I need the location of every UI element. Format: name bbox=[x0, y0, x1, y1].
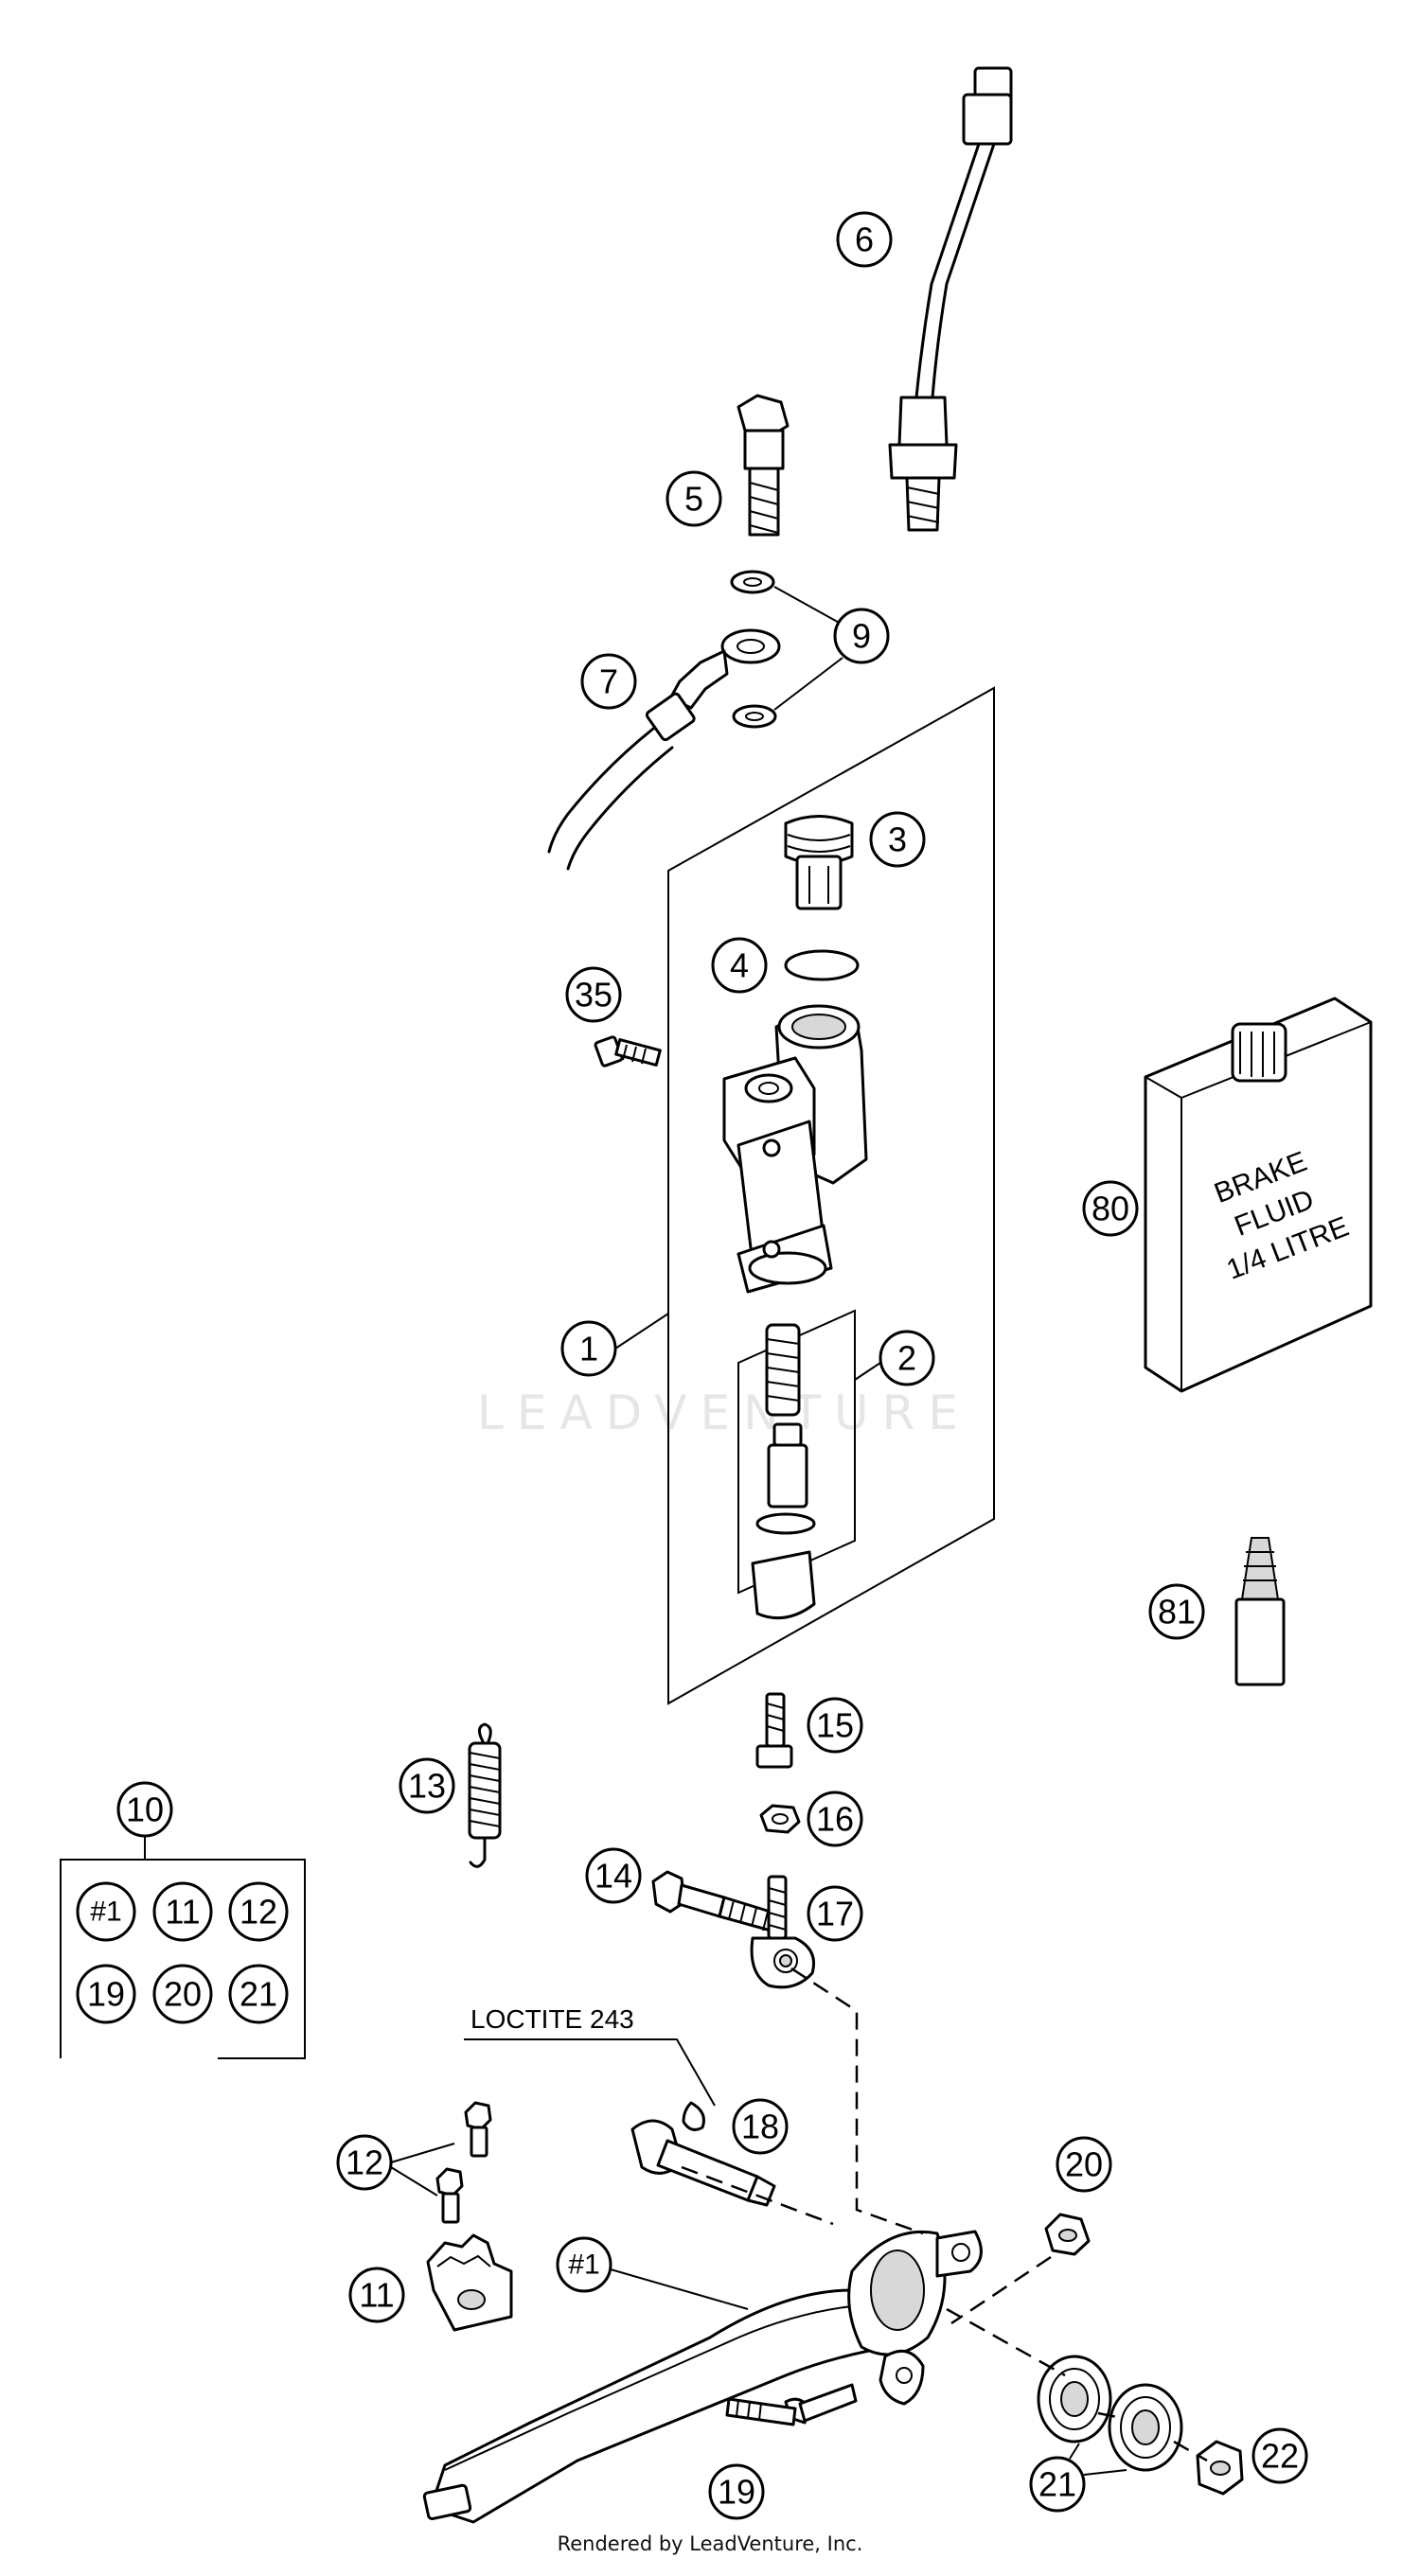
svg-text:81: 81 bbox=[1158, 1593, 1196, 1632]
svg-text:35: 35 bbox=[575, 976, 612, 1015]
part-2-piston-kit bbox=[737, 1309, 856, 1620]
part-19-screw bbox=[725, 2383, 858, 2426]
svg-text:80: 80 bbox=[1092, 1190, 1129, 1228]
svg-text:9: 9 bbox=[852, 617, 871, 656]
callout-11[interactable]: 11 bbox=[348, 2267, 405, 2323]
watermark-text: LEADVENTURE bbox=[477, 1385, 971, 1440]
svg-text:19: 19 bbox=[87, 1975, 125, 2014]
part-4-o-ring bbox=[784, 949, 860, 981]
part-p1-brake-pedal bbox=[422, 2230, 983, 2524]
svg-text:12: 12 bbox=[346, 2144, 383, 2182]
svg-text:22: 22 bbox=[1261, 2437, 1299, 2476]
callout-14[interactable]: 14 bbox=[585, 1847, 642, 1904]
assembly-outline bbox=[667, 686, 995, 1705]
svg-text:16: 16 bbox=[816, 1800, 854, 1839]
svg-text:11: 11 bbox=[359, 2276, 394, 2315]
svg-text:#1: #1 bbox=[568, 2250, 599, 2281]
svg-text:17: 17 bbox=[816, 1895, 854, 1933]
part-17-clevis bbox=[750, 1875, 815, 1989]
svg-text:19: 19 bbox=[718, 2473, 755, 2512]
part-12-screws bbox=[435, 2101, 492, 2224]
svg-text:14: 14 bbox=[595, 1857, 632, 1896]
callout-81[interactable]: 81 bbox=[1148, 1583, 1205, 1640]
part-80-brake-fluid-can: BRAKE FLUID 1/4 LITRE bbox=[1144, 997, 1373, 1393]
loctite-label: LOCTITE 243 bbox=[470, 2004, 634, 2034]
part-9-sealing-washers bbox=[730, 570, 843, 729]
callout-22[interactable]: 22 bbox=[1251, 2427, 1308, 2484]
callout-15[interactable]: 15 bbox=[807, 1697, 863, 1754]
leader-p1 bbox=[610, 2268, 749, 2310]
part-5-banjo-bolt bbox=[737, 394, 790, 537]
svg-text:18: 18 bbox=[741, 2108, 779, 2146]
footer-credit: Rendered by LeadVenture, Inc. bbox=[557, 2532, 863, 2555]
callout-35[interactable]: 35 bbox=[565, 966, 622, 1023]
part-35-screw bbox=[594, 1035, 662, 1067]
callout-1[interactable]: 1 bbox=[560, 1320, 617, 1377]
kit-item-p1[interactable]: #1 bbox=[76, 1881, 136, 1942]
part-20-nut bbox=[1044, 2213, 1091, 2256]
svg-text:15: 15 bbox=[816, 1706, 854, 1745]
callout-20[interactable]: 20 bbox=[1056, 2136, 1112, 2193]
callout-6[interactable]: 6 bbox=[836, 211, 893, 268]
loctite-drop-icon bbox=[682, 2101, 705, 2131]
kit-item-19[interactable]: 19 bbox=[76, 1964, 136, 2024]
part-14-screw bbox=[651, 1870, 788, 1935]
callout-7[interactable]: 7 bbox=[580, 653, 637, 710]
svg-text:4: 4 bbox=[730, 946, 749, 985]
svg-text:6: 6 bbox=[855, 221, 874, 259]
assembly-axes bbox=[681, 1967, 1208, 2462]
callout-21[interactable]: 21 bbox=[1029, 2456, 1086, 2513]
callout-12[interactable]: 12 bbox=[336, 2134, 393, 2191]
part-15-push-rod bbox=[755, 1692, 793, 1769]
callout-3[interactable]: 3 bbox=[869, 811, 926, 868]
loctite-leader bbox=[464, 2038, 716, 2107]
part-1-master-cylinder-body bbox=[722, 1004, 868, 1294]
svg-text:20: 20 bbox=[1065, 2145, 1103, 2184]
callout-4[interactable]: 4 bbox=[711, 937, 768, 994]
callout-2[interactable]: 2 bbox=[879, 1330, 935, 1386]
leader-12 bbox=[390, 2143, 455, 2197]
svg-text:12: 12 bbox=[240, 1893, 277, 1932]
svg-text:1: 1 bbox=[579, 1330, 598, 1368]
svg-text:#1: #1 bbox=[90, 1897, 121, 1928]
kit-item-11[interactable]: 11 bbox=[152, 1881, 213, 1942]
part-3-reservoir-fitting bbox=[784, 815, 854, 910]
part-22-nut bbox=[1196, 2440, 1244, 2496]
kit-item-12[interactable]: 12 bbox=[228, 1881, 289, 1942]
svg-text:11: 11 bbox=[165, 1893, 200, 1932]
svg-text:20: 20 bbox=[164, 1975, 202, 2014]
callout-10[interactable]: 10 bbox=[116, 1781, 173, 1838]
part-81-grease-tube bbox=[1234, 1537, 1286, 1686]
callout-19[interactable]: 19 bbox=[708, 2463, 765, 2520]
kit-item-21[interactable]: 21 bbox=[228, 1964, 289, 2024]
callout-80[interactable]: 80 bbox=[1082, 1180, 1139, 1237]
part-7-brake-hose bbox=[547, 628, 781, 871]
callout-p1[interactable]: #1 bbox=[556, 2236, 612, 2293]
svg-text:7: 7 bbox=[599, 662, 618, 701]
callout-18[interactable]: 18 bbox=[732, 2098, 789, 2155]
callout-16[interactable]: 16 bbox=[807, 1791, 863, 1847]
callout-9[interactable]: 9 bbox=[833, 608, 890, 664]
svg-text:21: 21 bbox=[240, 1975, 277, 2014]
callout-5[interactable]: 5 bbox=[666, 470, 722, 527]
part-6-brake-light-switch bbox=[888, 66, 1013, 532]
kit-group-10: 10 #1 11 12 19 20 21 bbox=[60, 1781, 306, 2059]
svg-text:13: 13 bbox=[408, 1767, 446, 1806]
svg-text:10: 10 bbox=[126, 1791, 164, 1829]
svg-text:2: 2 bbox=[897, 1339, 916, 1378]
leader-21 bbox=[1069, 2443, 1127, 2476]
svg-text:21: 21 bbox=[1038, 2465, 1076, 2504]
leader-2 bbox=[854, 1362, 881, 1381]
svg-text:5: 5 bbox=[684, 480, 703, 519]
callout-13[interactable]: 13 bbox=[399, 1757, 455, 1814]
part-21-bearings bbox=[1037, 2355, 1183, 2472]
part-11-step-plate bbox=[426, 2233, 513, 2332]
leader-1 bbox=[614, 1313, 669, 1350]
part-13-spring bbox=[468, 1722, 502, 1868]
svg-text:3: 3 bbox=[888, 820, 907, 859]
part-16-nut bbox=[759, 1804, 801, 1834]
kit-item-20[interactable]: 20 bbox=[152, 1964, 213, 2024]
callout-17[interactable]: 17 bbox=[807, 1885, 863, 1942]
